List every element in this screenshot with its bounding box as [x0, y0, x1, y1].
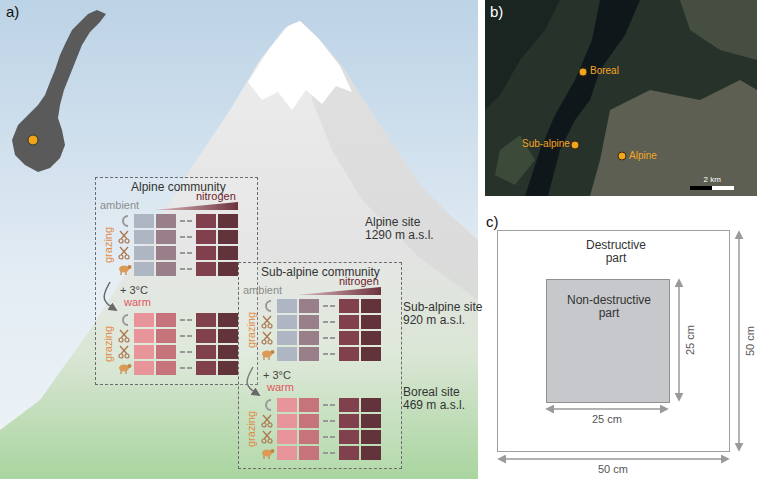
site-dot — [618, 152, 626, 160]
scale-label: 2 km — [704, 176, 721, 185]
site-label: Alpine site 1290 m a.s.l. — [365, 216, 441, 243]
site-dot — [579, 68, 587, 76]
norway-map — [12, 10, 106, 172]
sky-background — [0, 0, 478, 479]
location-dot — [28, 135, 38, 145]
site-label: Boreal site 469 m a.s.l. — [403, 386, 473, 413]
dimension-label: 25 cm — [592, 413, 622, 425]
ambient-label: ambient — [243, 284, 282, 296]
subplot-square: Non-destructive part — [546, 279, 670, 403]
warm-label: warm — [124, 296, 151, 308]
grazing-label: grazing — [245, 411, 257, 447]
panel-letter: c) — [486, 214, 499, 231]
community-box: Alpine communitynitrogenambientgrazing+ … — [95, 177, 258, 385]
community-box: Sub-alpine communitynitrogenambientgrazi… — [238, 262, 402, 469]
dimension-arrow — [547, 408, 667, 410]
dimension-label: 50 cm — [598, 463, 628, 475]
nitrogen-label: nitrogen — [339, 275, 379, 287]
site-dot — [571, 141, 579, 149]
mountain — [0, 21, 478, 479]
plot-label: Destructive part — [576, 239, 656, 266]
bare-mountain — [680, 0, 757, 60]
ambient-label: ambient — [100, 199, 139, 211]
map-site-label: Sub-alpine — [522, 138, 570, 149]
warming-label: + 3°C — [263, 369, 291, 381]
plot-label: Non-destructive part — [559, 294, 659, 321]
map-site-label: Boreal — [590, 65, 619, 76]
dimension-arrow — [499, 458, 728, 460]
dimension-label: 50 cm — [744, 326, 756, 356]
snow-cap — [248, 21, 352, 110]
scale-bar — [690, 186, 712, 190]
nitrogen-label: nitrogen — [196, 190, 236, 202]
dimension-label: 25 cm — [684, 325, 696, 355]
dimension-arrow — [678, 280, 680, 400]
bare-mountain — [590, 80, 757, 196]
dimension-arrow — [738, 232, 740, 450]
grazing-label: grazing — [245, 312, 257, 348]
panel-letter: b) — [490, 4, 503, 21]
forest-area — [485, 0, 560, 110]
warming-label: + 3°C — [120, 284, 148, 296]
map-site-label: Alpine — [629, 150, 657, 161]
grazing-label: grazing — [102, 326, 114, 362]
warm-label: warm — [267, 381, 294, 393]
site-label: Sub-alpine site 920 m a.s.l. — [403, 301, 489, 328]
panel-letter: a) — [6, 4, 19, 21]
grazing-label: grazing — [102, 227, 114, 263]
satellite-image — [485, 0, 757, 196]
scale-bar — [712, 186, 734, 190]
